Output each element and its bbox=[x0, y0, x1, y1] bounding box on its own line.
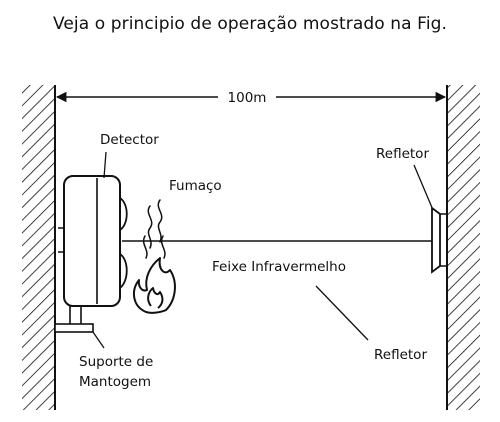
detector-label: Detector bbox=[100, 132, 159, 148]
mounting-bracket bbox=[54, 305, 94, 333]
figure-caption: Veja o principio de operação mostrado na… bbox=[52, 14, 448, 34]
smoke-icon bbox=[142, 199, 166, 259]
distance-label: 100m bbox=[228, 90, 267, 106]
flame-icon bbox=[133, 257, 176, 314]
smoke-label: Fumaço bbox=[169, 178, 222, 194]
beam-leader-line bbox=[315, 285, 369, 341]
mount-leader-line bbox=[92, 331, 105, 349]
mount-label-line2: Mantogem bbox=[79, 374, 151, 390]
left-wall bbox=[22, 85, 56, 410]
reflector bbox=[431, 206, 447, 274]
reflector-top-label: Refletor bbox=[376, 146, 429, 162]
detector-unit bbox=[58, 175, 128, 307]
right-wall bbox=[446, 85, 480, 410]
reflector-bottom-label: Refletor bbox=[374, 347, 427, 363]
detector-leader-line bbox=[103, 151, 107, 179]
mount-label-line1: Suporte de bbox=[79, 354, 153, 370]
beam-label: Feixe Infravermelho bbox=[212, 259, 346, 275]
reflector-top-leader-line bbox=[413, 164, 434, 211]
